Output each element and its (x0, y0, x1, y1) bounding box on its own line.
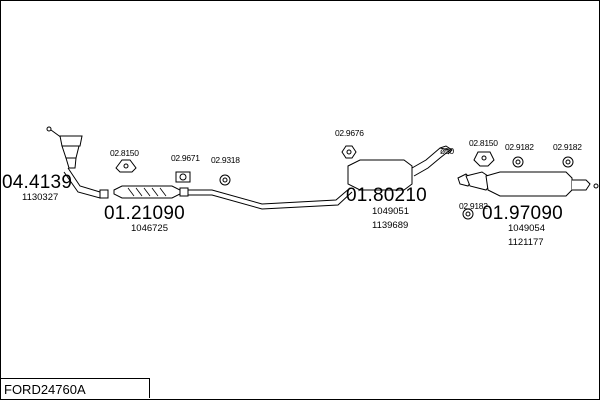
pipe-diameter-label: ø50 (440, 146, 454, 156)
hanger-drawings (115, 145, 574, 220)
catalyst-part-number: 01.21090 (104, 203, 185, 224)
cat-clamp-label: 02.9671 (171, 153, 200, 163)
front-pipe-drawing (46, 126, 109, 199)
rear-silencer-drawing (457, 171, 599, 197)
rear-hanger-b-label: 02.9182 (553, 142, 582, 152)
rear-hanger-a-label: 02.9182 (505, 142, 534, 152)
mid-silencer-ref-1: 1049051 (372, 206, 409, 217)
front-pipe-part-number: 04.4139 (2, 172, 73, 193)
rear-silencer-ref-2: 1121177 (508, 237, 544, 248)
pipe-hanger-label: 02.9318 (211, 155, 240, 165)
rear-silencer-part-number: 01.97090 (482, 203, 563, 224)
catalyst-drawing (113, 185, 189, 199)
mid-silencer-ref-2: 1139689 (372, 220, 409, 231)
front-pipe-ref: 1130327 (22, 192, 59, 203)
mid-hanger-label: 02.9676 (335, 128, 364, 138)
intermediate-pipe-drawing (188, 187, 353, 210)
diagram-id: FORD24760A (4, 382, 86, 397)
rear-silencer-ref-1: 1049054 (508, 223, 545, 234)
mid-silencer-part-number: 01.80210 (346, 185, 427, 206)
catalyst-ref: 1046725 (131, 223, 168, 234)
cat-mount-label: 02.8150 (110, 148, 139, 158)
diagram-id-box: FORD24760A (0, 378, 150, 398)
rear-mount-label: 02.8150 (469, 138, 498, 148)
mid-silencer-drawing (347, 145, 453, 191)
rear-hanger-c-label: 02.9182 (459, 201, 488, 211)
